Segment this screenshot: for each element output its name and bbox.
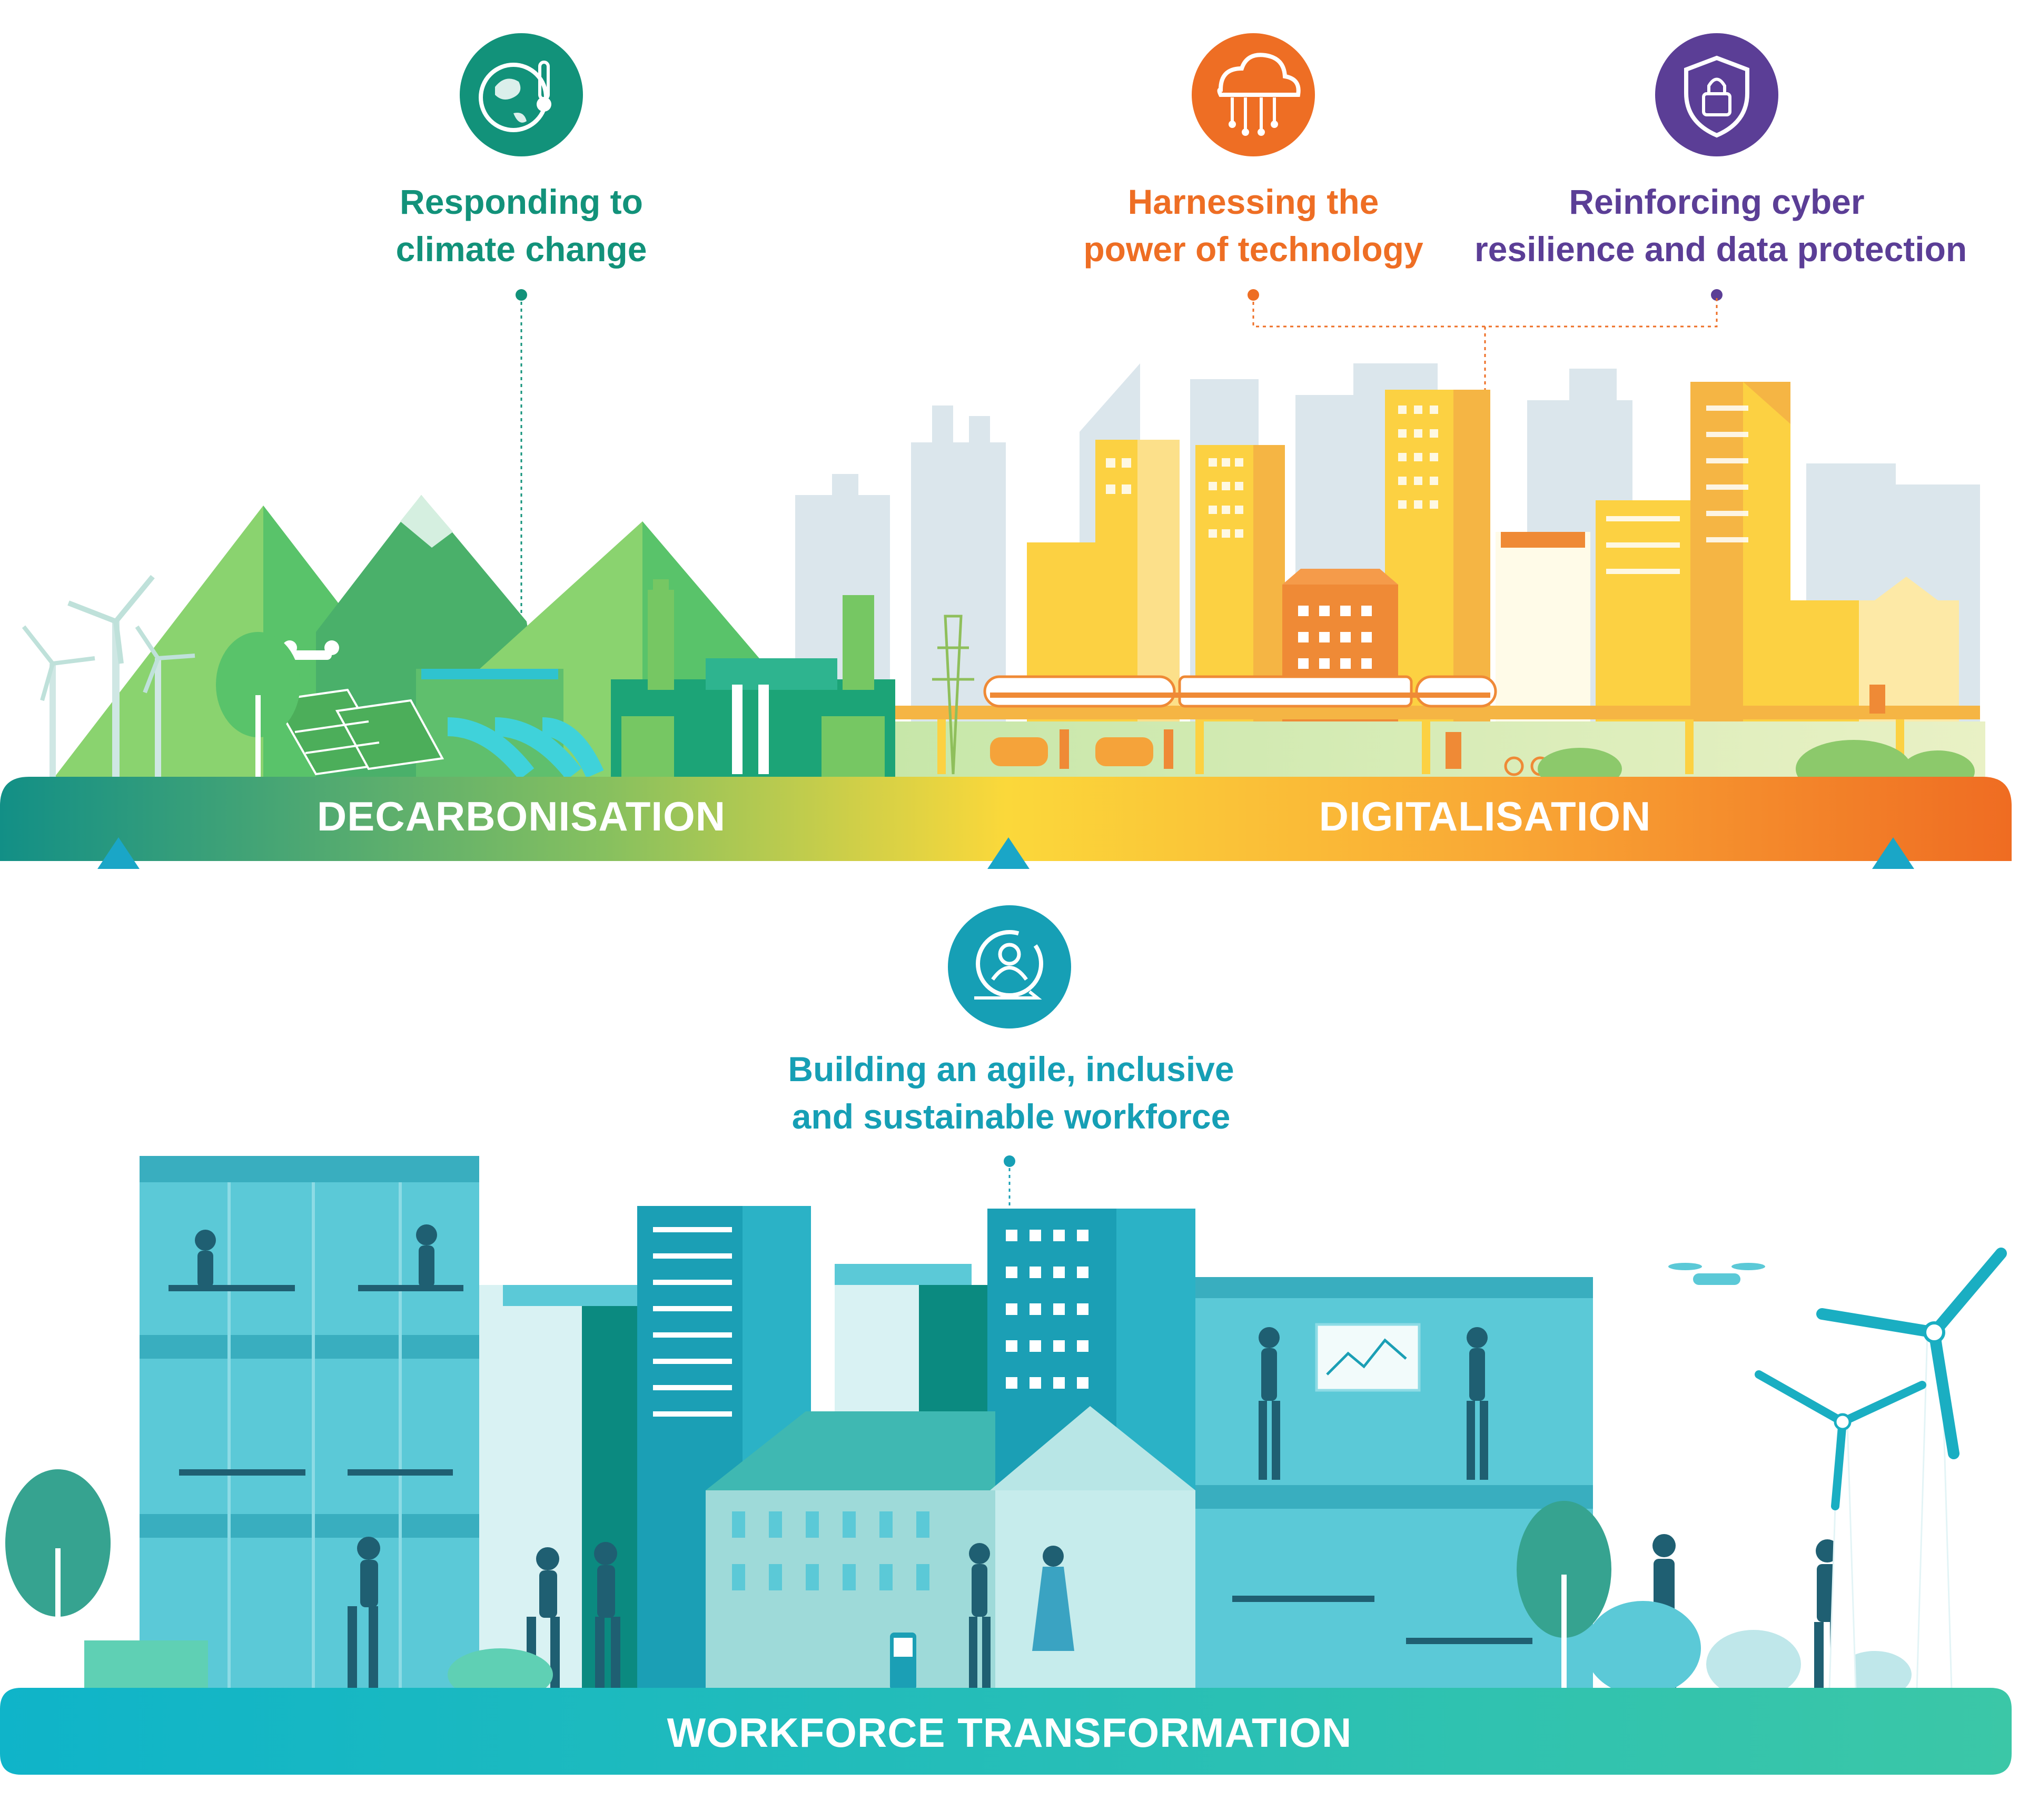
caption-technology-line1: Harnessing the bbox=[1127, 182, 1379, 221]
power-plant bbox=[611, 579, 895, 779]
caption-cyber-line2: resilience and data protection bbox=[1474, 230, 1967, 269]
caption-cyber: Reinforcing cyber resilience and data pr… bbox=[1474, 178, 1967, 273]
monorail-track bbox=[895, 706, 1980, 774]
climate-leader-line bbox=[516, 289, 527, 616]
hydro-dam bbox=[416, 669, 604, 780]
charging-station bbox=[1446, 685, 1885, 769]
band-label-workforce-transformation: WORKFORCE TRANSFORMATION bbox=[667, 1709, 1352, 1756]
wind-turbines-left bbox=[22, 575, 195, 779]
drone-bottom-icon bbox=[1668, 1263, 1765, 1285]
pylon-tower bbox=[932, 615, 974, 775]
band-label-decarbonisation: DECARBONISATION bbox=[316, 793, 726, 839]
office-building-right bbox=[1195, 1277, 1593, 1690]
caption-workforce-line2: and sustainable workforce bbox=[791, 1097, 1231, 1136]
climate-icon bbox=[460, 33, 583, 156]
cyber-icon bbox=[1655, 33, 1778, 156]
monorail-train bbox=[983, 675, 1497, 708]
caption-technology: Harnessing the power of technology bbox=[1069, 178, 1438, 273]
caption-cyber-line1: Reinforcing cyber bbox=[1569, 182, 1865, 221]
caption-workforce-line1: Building an agile, inclusive bbox=[788, 1050, 1234, 1089]
band-marker-center bbox=[987, 837, 1030, 869]
caption-workforce: Building an agile, inclusive and sustain… bbox=[753, 1045, 1269, 1140]
band-label-digitalisation: DIGITALISATION bbox=[1319, 793, 1651, 839]
electric-cars bbox=[990, 729, 1173, 769]
trees-left bbox=[179, 632, 300, 779]
office-building-left bbox=[140, 1156, 479, 1690]
caption-technology-line2: power of technology bbox=[1083, 230, 1423, 269]
band-marker-left bbox=[97, 837, 140, 869]
caption-climate-line1: Responding to bbox=[400, 182, 643, 221]
wind-turbines-right bbox=[1755, 1248, 2007, 1692]
ev-charger-bottom bbox=[890, 1633, 916, 1690]
band-marker-right bbox=[1872, 837, 1914, 869]
low-house bbox=[706, 1406, 1195, 1690]
solar-panels bbox=[272, 688, 444, 776]
caption-climate-line2: climate change bbox=[395, 230, 647, 269]
workforce-icon bbox=[948, 905, 1071, 1028]
bottom-band bbox=[0, 1688, 2012, 1775]
workforce-leader-line bbox=[1004, 1155, 1015, 1206]
technology-icon bbox=[1192, 33, 1315, 156]
caption-climate: Responding to climate change bbox=[363, 178, 679, 273]
top-band bbox=[0, 777, 2012, 861]
